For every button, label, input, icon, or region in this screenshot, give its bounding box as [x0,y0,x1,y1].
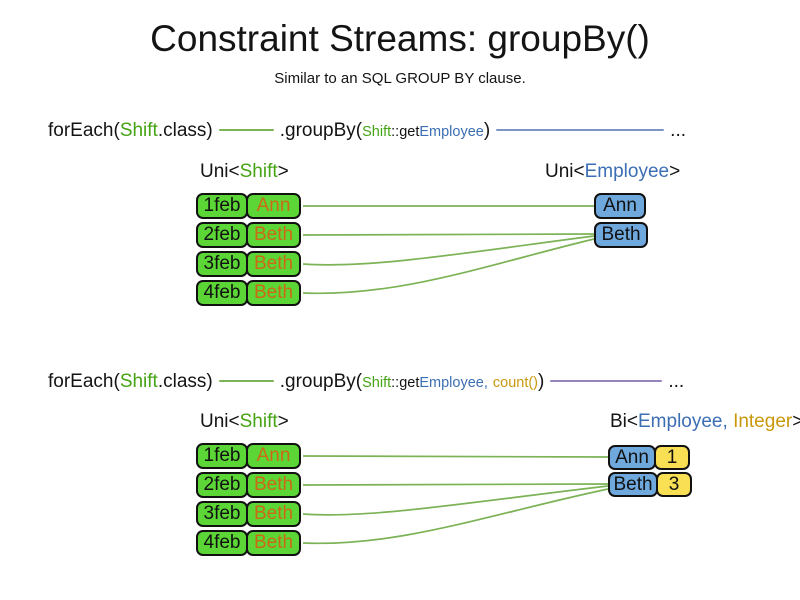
arg-count-text: count() [492,375,539,391]
bi-employee-integer-label: Bi<Employee, Integer> [610,411,800,432]
code-line-2: forEach(Shift.class).groupBy(Shift::getE… [48,371,684,393]
close-paren-text: ) [483,120,491,141]
arg-employee-text: Employee [419,124,484,140]
shift-employee-cell: Beth [246,251,301,277]
arg-shift-text: Shift [362,375,392,391]
table-row: 4feb Beth [196,280,301,306]
group-box-ann: Ann [594,193,646,219]
arg-shift-text: Shift [362,124,392,140]
shift-date-cell: 1feb [196,443,248,469]
subtitle: Similar to an SQL GROUP BY clause. [274,70,526,87]
group-box-beth: Beth [594,222,648,248]
edge-3feb-beth [302,235,595,266]
shift-class-text: Shift [119,371,158,392]
stream-connector-green [218,380,274,382]
shift-date-cell: 2feb [196,222,248,248]
group-box-ann: Ann [608,445,656,470]
table-row: 3feb Beth [196,501,301,527]
uni-shift-label-1: Uni<Shift> [200,161,289,182]
class-suffix-text: .class) [157,120,213,141]
shift-date-cell: 3feb [196,251,248,277]
edge-3feb-beth-2 [302,485,609,516]
shift-date-cell: 4feb [196,280,248,306]
foreach-text: forEach( [48,120,120,141]
table-row: 2feb Beth [196,472,301,498]
edge-1feb-ann-2 [302,455,609,458]
stream-connector-blue [496,129,665,131]
count-box-beth: 3 [656,472,692,497]
edge-2feb-beth-2 [302,483,609,486]
shift-employee-cell: Beth [246,501,301,527]
table-row: 2feb Beth [196,222,301,248]
table-row: 3feb Beth [196,251,301,277]
page-title: Constraint Streams: groupBy() [150,18,650,59]
arg-getter-text: ::get [391,124,420,140]
groupby-text: .groupBy( [279,371,363,392]
arg-employee-text: Employee [419,375,484,391]
edge-4feb-beth-2 [302,488,609,545]
stream-connector-purple [550,380,663,382]
uni-shift-label-2: Uni<Shift> [200,411,289,432]
ellipsis-text: ... [668,371,685,392]
table-row: 1feb Ann [196,193,301,219]
shift-employee-cell: Beth [246,472,301,498]
uni-employee-label: Uni<Employee> [545,161,681,182]
edge-4feb-beth [302,238,595,295]
groupby-text: .groupBy( [279,120,363,141]
shift-date-cell: 2feb [196,472,248,498]
code-line-1: forEach(Shift.class).groupBy(Shift::getE… [48,120,686,142]
shift-employee-cell: Beth [246,280,301,306]
class-suffix-text: .class) [157,371,213,392]
shift-employee-cell: Beth [246,530,301,556]
count-box-ann: 1 [654,445,690,470]
shift-date-cell: 4feb [196,530,248,556]
shift-employee-cell: Beth [246,222,301,248]
table-row: 4feb Beth [196,530,301,556]
table-row: 1feb Ann [196,443,301,469]
close-paren-text: ) [538,371,545,392]
arg-getter-text: ::get [391,375,420,391]
shift-employee-cell: Ann [246,443,301,469]
edge-2feb-beth [302,233,595,236]
group-box-beth: Beth [608,472,658,497]
ellipsis-text: ... [670,120,687,141]
stream-connector-green [218,129,274,131]
shift-employee-cell: Ann [246,193,301,219]
foreach-text: forEach( [48,371,120,392]
shift-date-cell: 1feb [196,193,248,219]
shift-date-cell: 3feb [196,501,248,527]
comma-text: , [483,375,488,391]
shift-class-text: Shift [119,120,158,141]
